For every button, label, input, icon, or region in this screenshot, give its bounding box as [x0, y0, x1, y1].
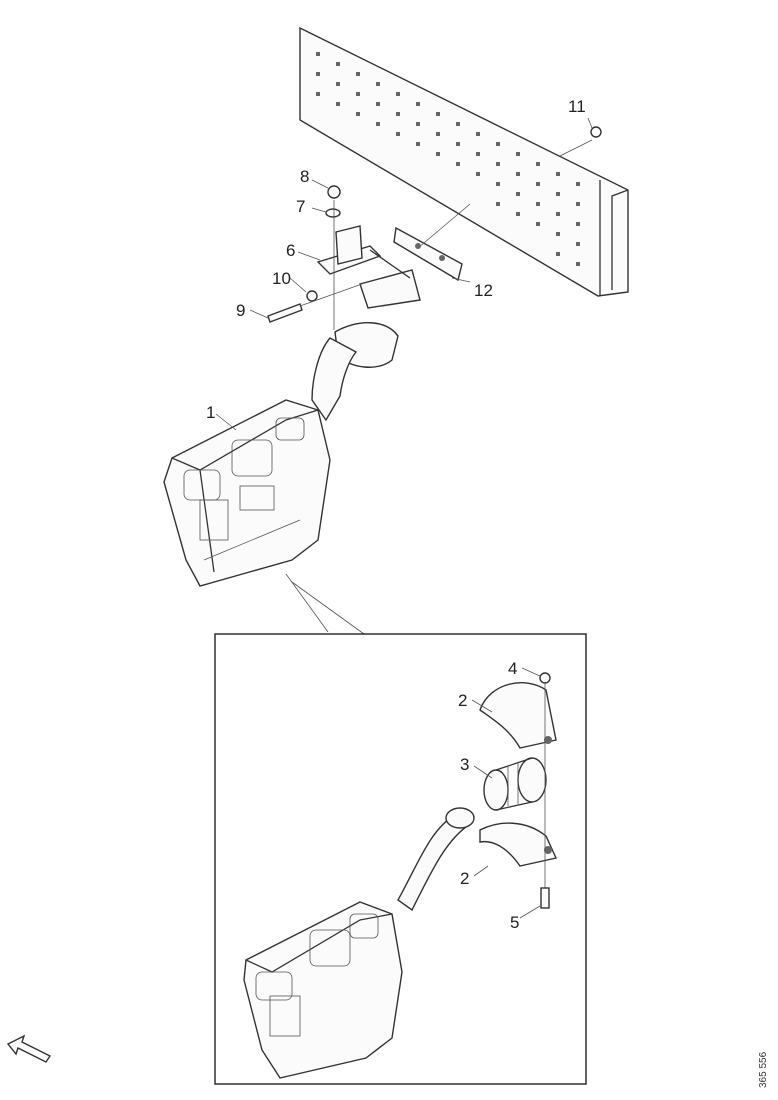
callout-7: 7	[296, 197, 305, 216]
reference-code: 365 556	[758, 1051, 769, 1088]
callout-6: 6	[286, 241, 295, 260]
mounting-bracket	[316, 203, 471, 309]
detail-muffler	[243, 807, 475, 1079]
callout-12: 12	[474, 281, 493, 300]
callout-2-upper: 2	[458, 691, 467, 710]
callout-1: 1	[206, 403, 215, 422]
washer-7-icon	[325, 208, 341, 218]
callout-3: 3	[460, 755, 469, 774]
detail-view-frame	[214, 633, 587, 1085]
washer-10-icon	[306, 290, 318, 302]
callout-9: 9	[236, 301, 245, 320]
chassis-frame-rail	[299, 26, 629, 297]
callout-8: 8	[300, 167, 309, 186]
callout-2-lower: 2	[460, 869, 469, 888]
pipe-clamp-lower	[479, 822, 557, 867]
bolt-9-icon	[267, 303, 303, 323]
bolt-11-icon	[590, 126, 602, 138]
exhaust-sleeve	[483, 757, 547, 811]
pipe-clamp-upper	[479, 682, 557, 749]
bolt-5-icon	[540, 887, 550, 909]
forward-arrow-icon	[6, 1034, 52, 1063]
callout-5: 5	[510, 913, 519, 932]
muffler-top	[163, 322, 399, 587]
nut-4-icon	[539, 672, 551, 684]
nut-8-icon	[327, 185, 341, 199]
callout-11: 11	[568, 97, 586, 116]
detail-zoom-lines	[285, 573, 329, 633]
callout-4: 4	[508, 659, 517, 678]
fastener-stack	[267, 185, 363, 330]
callout-10: 10	[272, 269, 291, 288]
